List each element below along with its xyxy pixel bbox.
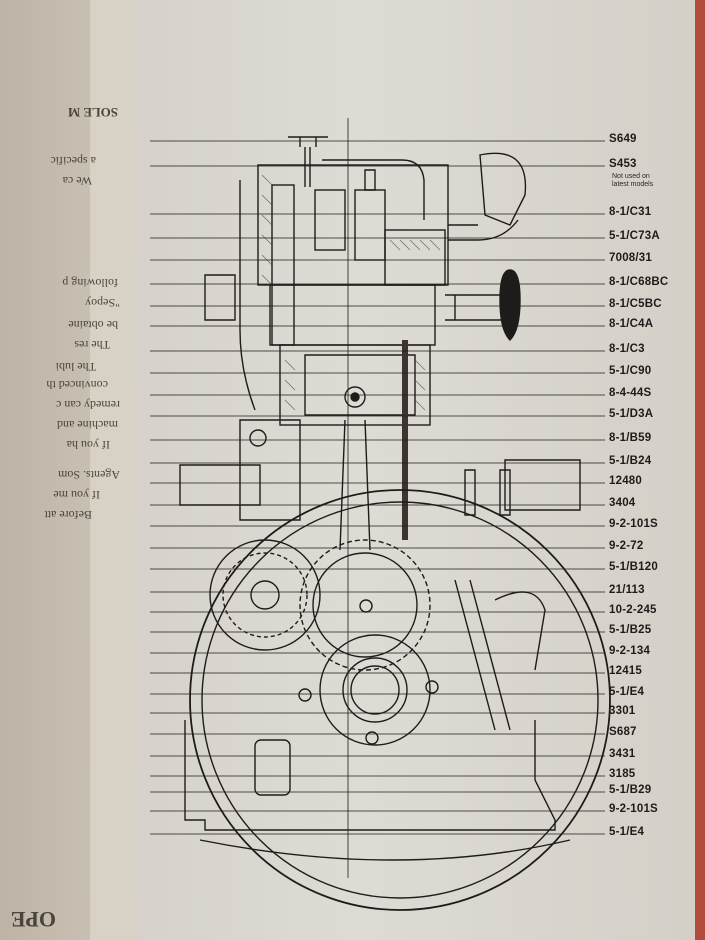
part-label: 21/113 — [609, 584, 645, 596]
part-label: 12480 — [609, 475, 642, 487]
part-label: 8-1/C68BC — [609, 276, 669, 288]
part-label: 5-1/D3A — [609, 408, 654, 420]
part-label: 3404 — [609, 497, 636, 509]
part-label: 12415 — [609, 665, 642, 677]
part-label: 8-1/C5BC — [609, 298, 662, 310]
part-label: 8-4-44S — [609, 387, 652, 399]
part-label: 8-1/B59 — [609, 432, 652, 444]
part-label: 9-2-72 — [609, 540, 644, 552]
part-label: 5-1/C73A — [609, 230, 660, 242]
part-label: 10-2-245 — [609, 604, 657, 616]
part-label: 8-1/C31 — [609, 206, 652, 218]
part-label: 3185 — [609, 768, 636, 780]
part-label: 5-1/E4 — [609, 826, 645, 838]
part-label: 3301 — [609, 705, 636, 717]
part-label: 8-1/C3 — [609, 343, 645, 355]
part-label: 9-2-101S — [609, 803, 658, 815]
part-label: 9-2-101S — [609, 518, 658, 530]
part-label: 7008/31 — [609, 252, 652, 264]
red-frame-edge — [695, 0, 705, 940]
part-label: 5-1/C90 — [609, 365, 652, 377]
part-label: 5-1/B120 — [609, 561, 658, 573]
part-label: 5-1/B29 — [609, 784, 652, 796]
part-label: 5-1/B25 — [609, 624, 652, 636]
part-label: 3431 — [609, 748, 636, 760]
part-label: S687 — [609, 726, 637, 738]
part-label: 5-1/B24 — [609, 455, 652, 467]
note-line-1: Not used on — [612, 173, 650, 180]
not-used-note: Not used on latest models — [612, 173, 702, 189]
part-label: 8-1/C4A — [609, 318, 654, 330]
part-label: 9-2-134 — [609, 645, 651, 657]
note-line-2: latest models — [612, 181, 654, 188]
part-label: S649 — [609, 133, 637, 145]
part-label: 5-1/E4 — [609, 686, 645, 698]
diagram-page — [135, 0, 695, 940]
part-label: S453 — [609, 158, 637, 170]
